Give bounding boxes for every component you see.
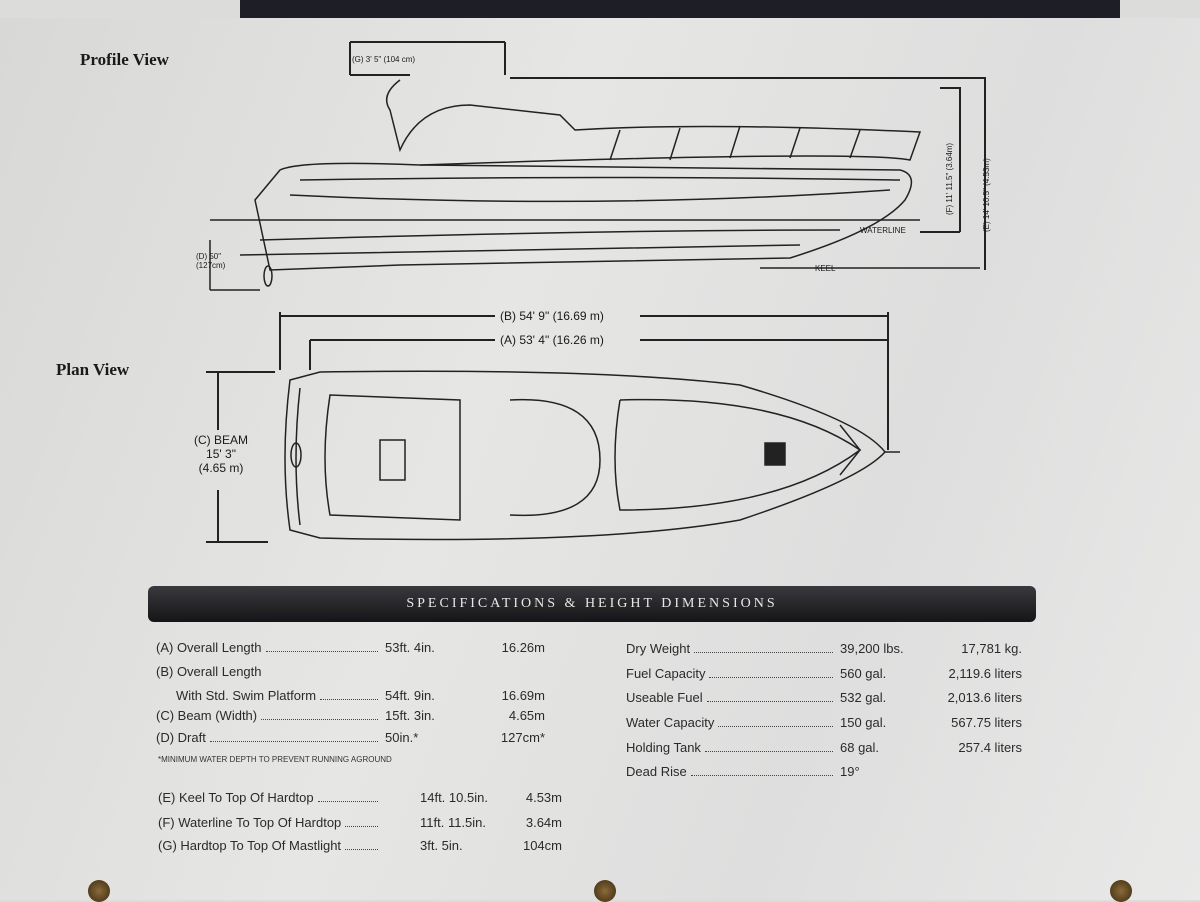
profile-view-title: Profile View <box>80 50 169 69</box>
spec-imperial: 19° <box>840 764 860 779</box>
waterline-label: WATERLINE <box>860 226 906 235</box>
spec-metric: 16.69m <box>501 688 545 703</box>
spec-imperial: 53ft. 4in. <box>385 640 435 655</box>
leader-dots <box>345 826 379 827</box>
leader-dots <box>704 751 833 752</box>
spec-label: Holding Tank <box>626 740 701 755</box>
spec-row: (G) Hardtop To Top Of Mastlight <box>158 838 379 853</box>
spec-metric: 257.4 liters <box>958 740 1022 755</box>
profile-drawing <box>209 41 986 291</box>
spec-metric: 17,781 kg. <box>961 641 1022 656</box>
spec-label: (A) Overall Length <box>156 640 262 655</box>
beam-label-3: (4.65 m) <box>198 461 244 475</box>
spec-label: (G) Hardtop To Top Of Mastlight <box>158 838 342 853</box>
leader-dots <box>317 801 378 802</box>
spec-row: Dead Rise <box>626 764 833 779</box>
leader-dots <box>706 701 833 702</box>
dim-f-label: (F) 11' 11.5" (3.64m) <box>945 142 954 215</box>
spec-metric: 4.53m <box>525 790 562 805</box>
spec-imperial: 150 gal. <box>840 715 887 730</box>
spec-imperial: 3ft. 5in. <box>420 838 463 853</box>
spec-row: (D) Draft <box>156 730 378 745</box>
spec-row: Fuel Capacity <box>626 666 834 681</box>
spec-label: With Std. Swim Platform <box>176 688 317 703</box>
spec-imperial: 532 gal. <box>840 690 887 705</box>
spec-imperial: 39,200 lbs. <box>840 641 904 656</box>
spec-row: (A) Overall Length <box>156 640 378 655</box>
spec-row: With Std. Swim Platform <box>176 688 379 703</box>
mount-screw <box>88 880 110 902</box>
spec-metric: 2,119.6 liters <box>948 666 1022 681</box>
beam-label: (C) BEAM 15' 3" (4.65 m) <box>186 433 256 475</box>
spec-label: (F) Waterline To Top Of Hardtop <box>158 815 342 830</box>
spec-imperial: 560 gal. <box>840 666 887 681</box>
spec-label: (C) Beam (Width) <box>156 708 258 723</box>
draft-note: *MINIMUM WATER DEPTH TO PREVENT RUNNING … <box>158 755 392 764</box>
spec-imperial: 54ft. 9in. <box>385 688 435 703</box>
spec-row: (E) Keel To Top Of Hardtop <box>158 790 378 805</box>
beam-label-2: 15' 3" <box>206 447 236 461</box>
spec-imperial: 11ft. 11.5in. <box>420 815 487 830</box>
beam-label-1: (C) BEAM <box>194 433 248 447</box>
spec-label: Dry Weight <box>626 641 691 656</box>
dim-b-label: (B) 54' 9" (16.69 m) <box>500 309 604 323</box>
leader-dots <box>345 849 379 850</box>
spec-label: (B) Overall Length <box>156 664 262 679</box>
leader-dots <box>718 726 834 727</box>
dim-g-label: (G) 3' 5" (104 cm) <box>352 55 416 64</box>
spec-row: (C) Beam (Width) <box>156 708 379 723</box>
dim-e-label: (E) 14' 10.5" (4.53m) <box>982 158 991 232</box>
leader-dots <box>209 741 378 742</box>
spec-row: (F) Waterline To Top Of Hardtop <box>158 815 379 830</box>
spec-row: Water Capacity <box>626 715 834 730</box>
leader-dots <box>694 652 834 653</box>
spec-imperial: 68 gal. <box>840 740 880 755</box>
keel-label: KEEL <box>815 264 836 273</box>
spec-imperial: 14ft. 10.5in. <box>420 790 488 805</box>
leader-dots <box>709 677 834 678</box>
spec-metric: 4.65m <box>508 708 545 723</box>
mount-screw <box>594 880 616 902</box>
spec-label: Useable Fuel <box>626 690 703 705</box>
leader-dots <box>261 719 379 720</box>
spec-label: (D) Draft <box>156 730 206 745</box>
leader-dots <box>265 651 378 652</box>
leader-dots <box>690 775 833 776</box>
dim-a-label: (A) 53' 4" (16.26 m) <box>500 333 604 347</box>
spec-label: Water Capacity <box>626 715 715 730</box>
spec-label: (E) Keel To Top Of Hardtop <box>158 790 314 805</box>
leader-dots <box>320 699 379 700</box>
mount-screw <box>1110 880 1132 902</box>
spec-row: Useable Fuel <box>626 690 833 705</box>
spec-metric: 2,013.6 liters <box>947 690 1022 705</box>
spec-row: Holding Tank <box>626 740 833 755</box>
specs-header: SPECIFICATIONS & HEIGHT DIMENSIONS <box>148 586 1036 622</box>
dim-d-label: (D) 50" (127cm) <box>196 252 226 270</box>
spec-imperial: 50in.* <box>385 730 419 745</box>
spec-row: Dry Weight <box>626 641 834 656</box>
spec-metric: 104cm <box>522 838 562 853</box>
spec-metric: 16.26m <box>501 640 545 655</box>
plan-view-title: Plan View <box>56 360 130 379</box>
spec-label: Dead Rise <box>626 764 687 779</box>
spec-metric: 3.64m <box>525 815 562 830</box>
spec-label: Fuel Capacity <box>626 666 706 681</box>
spec-metric: 127cm* <box>500 730 545 745</box>
spec-imperial: 15ft. 3in. <box>385 708 435 723</box>
plan-drawing <box>206 312 900 543</box>
spec-metric: 567.75 liters <box>951 715 1022 730</box>
